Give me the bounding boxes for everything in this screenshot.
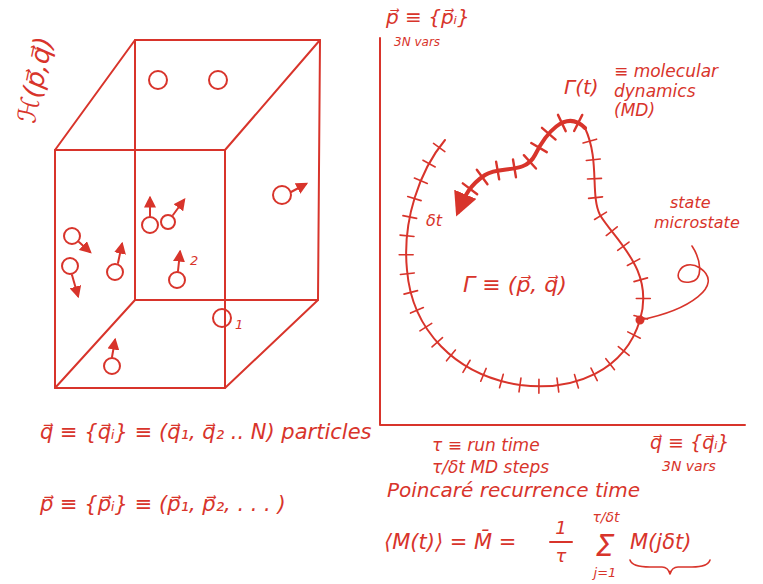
- particle: [213, 309, 231, 327]
- particle: [209, 71, 227, 89]
- particle: [273, 186, 291, 204]
- run-time-note: τ ≡ run time: [430, 436, 542, 456]
- state-label: state: [668, 194, 713, 212]
- time-step-label: δt: [424, 212, 444, 230]
- time-step-tick: [618, 347, 629, 356]
- run-time-note: τ/δt MD steps: [430, 458, 551, 478]
- fraction-numerator: 1: [553, 518, 568, 539]
- particle: [107, 264, 123, 280]
- time-step-tick: [587, 178, 601, 180]
- time-step-tick: [589, 197, 603, 199]
- time-step-tick: [558, 115, 566, 131]
- time-step-ticks: [399, 115, 650, 393]
- time-step-tick: [574, 375, 578, 388]
- time-step-tick: [447, 350, 456, 361]
- particle: [104, 358, 120, 374]
- trajectory-label: Γ(t): [562, 76, 601, 99]
- time-step-tick: [411, 308, 424, 314]
- velocity-arrow: [72, 275, 78, 296]
- particle: [161, 215, 175, 229]
- time-step-tick: [399, 254, 413, 256]
- fraction-denominator: τ: [554, 546, 569, 567]
- velocity-arrow: [118, 244, 122, 263]
- time-step-tick: [404, 291, 418, 295]
- cube-front-face: [55, 150, 225, 388]
- time-step-tick: [531, 143, 547, 152]
- cube-edges: [55, 40, 320, 388]
- axis-note: 3N vars: [392, 36, 442, 50]
- velocity-arrow: [173, 200, 184, 215]
- fraction-bar: [550, 541, 572, 543]
- velocity-arrow: [178, 252, 180, 271]
- particle-number: 2: [188, 254, 200, 269]
- particle: [169, 272, 185, 288]
- velocity-arrow: [79, 242, 90, 252]
- time-step-tick: [463, 183, 477, 194]
- time-step-tick: [636, 298, 650, 300]
- time-step-tick: [477, 170, 488, 185]
- time-step-tick: [627, 259, 639, 266]
- formula-part: M(jδt): [628, 530, 693, 554]
- time-step-tick: [400, 273, 414, 275]
- sum-upper-limit: τ/δt: [590, 509, 621, 525]
- particle: [64, 228, 80, 244]
- time-step-tick: [414, 178, 427, 183]
- formula-part: ⟨M(t)⟩ = M̄ =: [382, 530, 518, 554]
- underbrace: [630, 560, 710, 574]
- time-step-tick: [606, 359, 615, 370]
- particle: [142, 217, 158, 233]
- time-step-tick: [591, 368, 597, 381]
- time-step-tick: [524, 155, 536, 168]
- phase-point-label: Γ ≡ (p⃗, q⃗): [461, 272, 569, 297]
- md-trajectory-segment: [458, 121, 585, 212]
- velocity-arrow: [291, 184, 306, 192]
- time-step-tick: [574, 115, 582, 131]
- momentum-definition: p⃗ ≡ {p⃗ᵢ} ≡ (p⃗₁, p⃗₂, . . . ): [38, 492, 288, 516]
- time-step-tick: [463, 360, 470, 372]
- time-step-tick: [432, 338, 442, 347]
- time-step-tick: [513, 159, 516, 177]
- trajectory-note: ≡ molecular dynamics (MD): [612, 62, 741, 121]
- time-step-tick: [423, 160, 435, 167]
- time-step-tick: [586, 159, 600, 161]
- time-step-tick: [420, 323, 432, 331]
- time-step-tick: [595, 212, 607, 219]
- axis-label: p⃗ ≡ {p⃗ᵢ}: [384, 6, 472, 29]
- time-step-tick: [481, 368, 486, 381]
- particle: [62, 258, 78, 274]
- time-step-tick: [583, 139, 596, 143]
- time-step-tick: [403, 216, 417, 219]
- time-step-tick: [606, 227, 617, 236]
- hamiltonian-label: ℋ(p⃗,q⃗): [12, 32, 60, 127]
- sum-symbol: Σ: [594, 529, 617, 564]
- box-container: [55, 40, 320, 388]
- recurrence-note: Poincaré recurrence time: [385, 479, 642, 502]
- time-step-tick: [400, 235, 414, 236]
- axis-note: 3N vars: [660, 458, 718, 474]
- time-step-tick: [519, 378, 521, 392]
- time-step-tick: [538, 379, 540, 393]
- state-label: microstate: [652, 214, 742, 232]
- particles: [62, 71, 306, 374]
- phase-space-axes: [380, 38, 745, 425]
- cube-back-face: [135, 40, 320, 300]
- sum-lower-limit: j=1: [592, 566, 619, 581]
- time-step-tick: [557, 378, 559, 392]
- time-step-tick: [542, 128, 556, 140]
- position-definition: q⃗ ≡ {q⃗ᵢ} ≡ (q⃗₁, q⃗₂ .. N) particles: [38, 420, 374, 444]
- axis-label: q⃗ ≡ {q⃗ᵢ}: [648, 432, 732, 454]
- time-step-tick: [618, 242, 629, 250]
- particle-number: 1: [233, 318, 245, 333]
- time-step-tick: [434, 143, 445, 151]
- velocity-arrow: [112, 340, 115, 357]
- time-step-tick: [408, 197, 421, 201]
- time-step-tick: [496, 162, 499, 180]
- particle: [149, 71, 167, 89]
- velocity-arrow: [149, 198, 151, 216]
- time-step-tick: [634, 278, 647, 282]
- time-step-tick: [500, 374, 504, 387]
- leader-line: [640, 246, 708, 320]
- time-step-tick: [628, 332, 641, 338]
